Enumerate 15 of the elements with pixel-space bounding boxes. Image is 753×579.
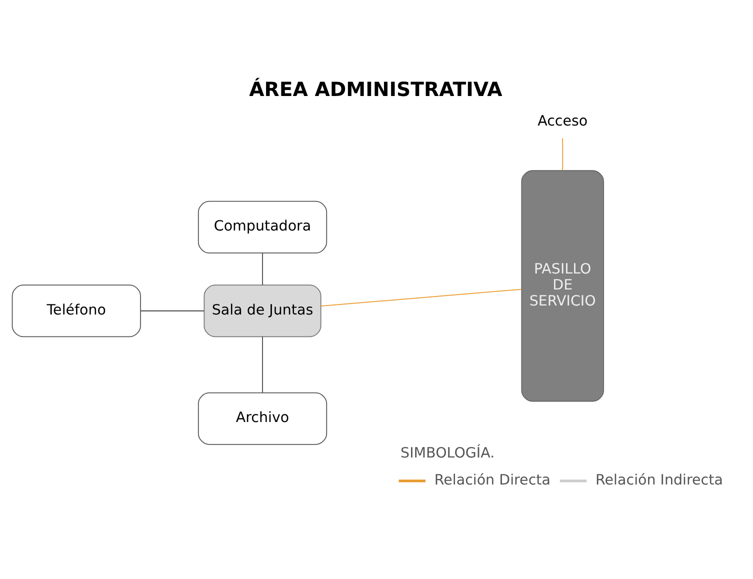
node-box: Computadora [198, 200, 328, 254]
node-box: Archivo [198, 392, 328, 445]
legend-label: Relación Directa [434, 472, 550, 488]
node-box: Sala de Juntas [204, 284, 322, 338]
connector [262, 252, 263, 286]
node-box: PASILLO DE SERVICIO [521, 170, 604, 402]
diagram-title: ÁREA ADMINISTRATIVA [249, 78, 502, 101]
node-text: Acceso [538, 113, 588, 130]
legend-label: Relación Indirecta [596, 472, 723, 488]
connector [262, 336, 263, 393]
connector [562, 138, 564, 171]
connector [320, 288, 522, 306]
label: SIMBOLOGÍA. [400, 446, 495, 462]
node-box: Teléfono [12, 284, 141, 338]
connector [140, 310, 204, 312]
